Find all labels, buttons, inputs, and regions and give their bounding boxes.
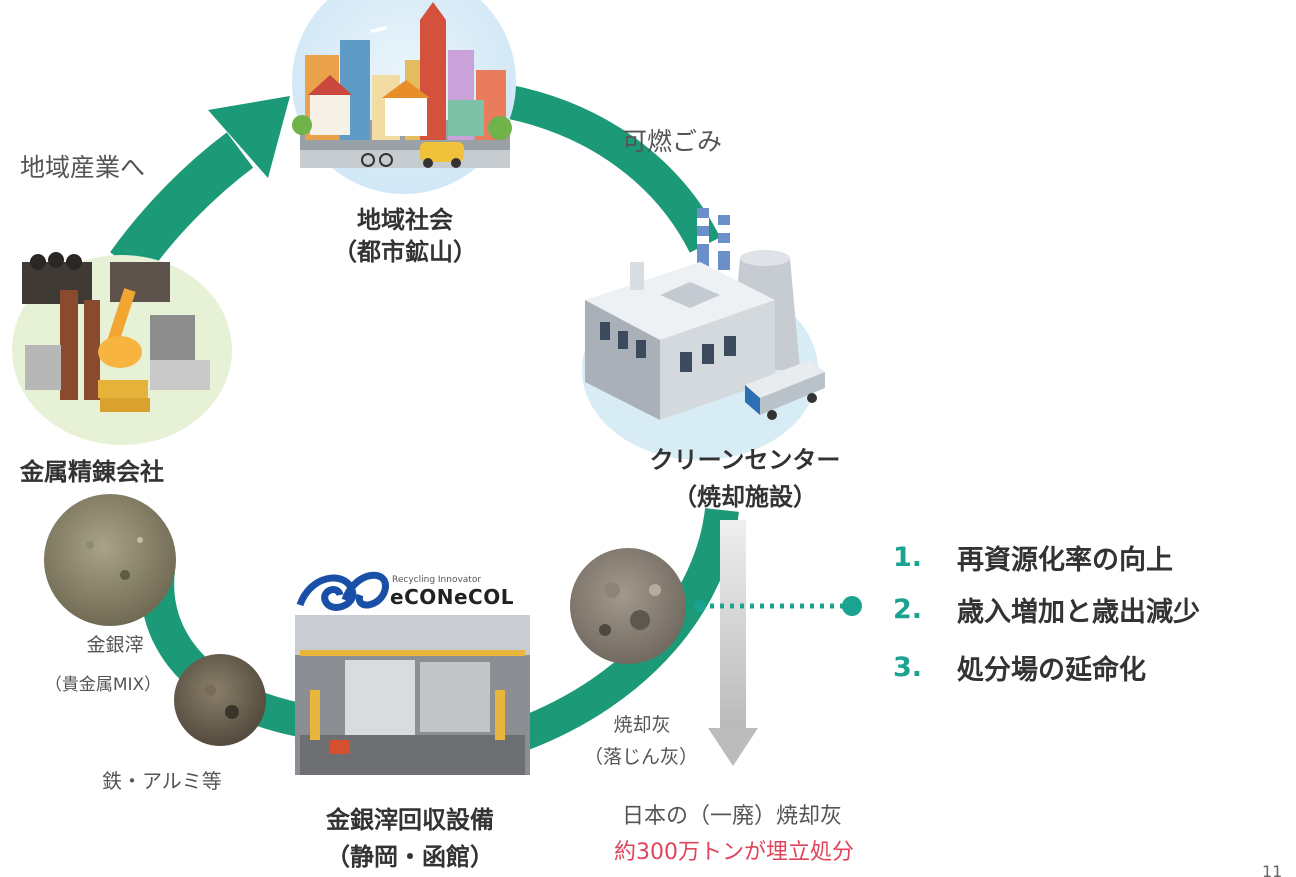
- precious-slag-photo: [44, 494, 176, 626]
- page-number: 11: [1262, 862, 1283, 877]
- benefit-item-1: 1. 再資源化率の向上: [893, 538, 1173, 577]
- city-illustration: [292, 0, 516, 194]
- recovery-sub: （静岡・函館）: [326, 843, 494, 871]
- refinery-illustration: [12, 252, 232, 445]
- center-name: クリーンセンター: [649, 446, 841, 474]
- combustible-label: 可燃ごみ: [622, 127, 723, 156]
- benefit-number: 1.: [893, 542, 923, 573]
- connector-start-dot: [694, 600, 706, 612]
- to-industry-label: 地域産業へ: [20, 153, 146, 182]
- cycle-arc-top-right: [496, 83, 721, 253]
- bottom-ash-photo: [570, 548, 686, 664]
- logo-name: eCONeCOL: [390, 585, 514, 609]
- benefit-item-2: 2. 歳入増加と歳出減少: [893, 590, 1200, 629]
- recovery-name: 金銀滓回収設備: [326, 806, 494, 834]
- benefit-text: 処分場の延命化: [957, 655, 1146, 686]
- precious-slag-sub: （貴金属MIX）: [44, 675, 162, 695]
- iron-alu-photo: [174, 654, 266, 746]
- benefit-text: 再資源化率の向上: [957, 545, 1173, 576]
- econecol-logo-mark: [296, 571, 389, 611]
- precious-slag-label: 金銀滓: [86, 634, 144, 656]
- benefit-number: 2.: [893, 594, 923, 625]
- benefit-text: 歳入増加と歳出減少: [957, 597, 1200, 628]
- connector-end-dot: [842, 596, 862, 616]
- benefit-number: 3.: [893, 652, 923, 683]
- refinery-name: 金属精錬会社: [20, 458, 164, 486]
- landfill-arrow-head: [708, 728, 758, 766]
- center-sub: （焼却施設）: [673, 483, 817, 511]
- bottom-ash-label: 焼却灰: [613, 714, 671, 736]
- cycle-arc-left-up: [110, 132, 254, 278]
- factory-illustration: [582, 208, 825, 460]
- cycle-arrowhead: [208, 96, 290, 178]
- landfill-line2: 約300万トンが埋立処分: [614, 840, 854, 865]
- benefit-item-3: 3. 処分場の延命化: [893, 648, 1146, 687]
- landfill-arrow-shaft: [720, 520, 746, 732]
- logo-tagline: Recycling Innovator: [392, 575, 482, 585]
- community-sub: （都市鉱山）: [333, 238, 477, 266]
- community-name: 地域社会: [357, 206, 453, 234]
- iron-alu-label: 鉄・アルミ等: [102, 769, 222, 793]
- landfill-line1: 日本の（一廃）焼却灰: [622, 804, 843, 829]
- recovery-facility-photo: [295, 615, 530, 775]
- bottom-ash-sub: （落じん灰）: [583, 746, 698, 768]
